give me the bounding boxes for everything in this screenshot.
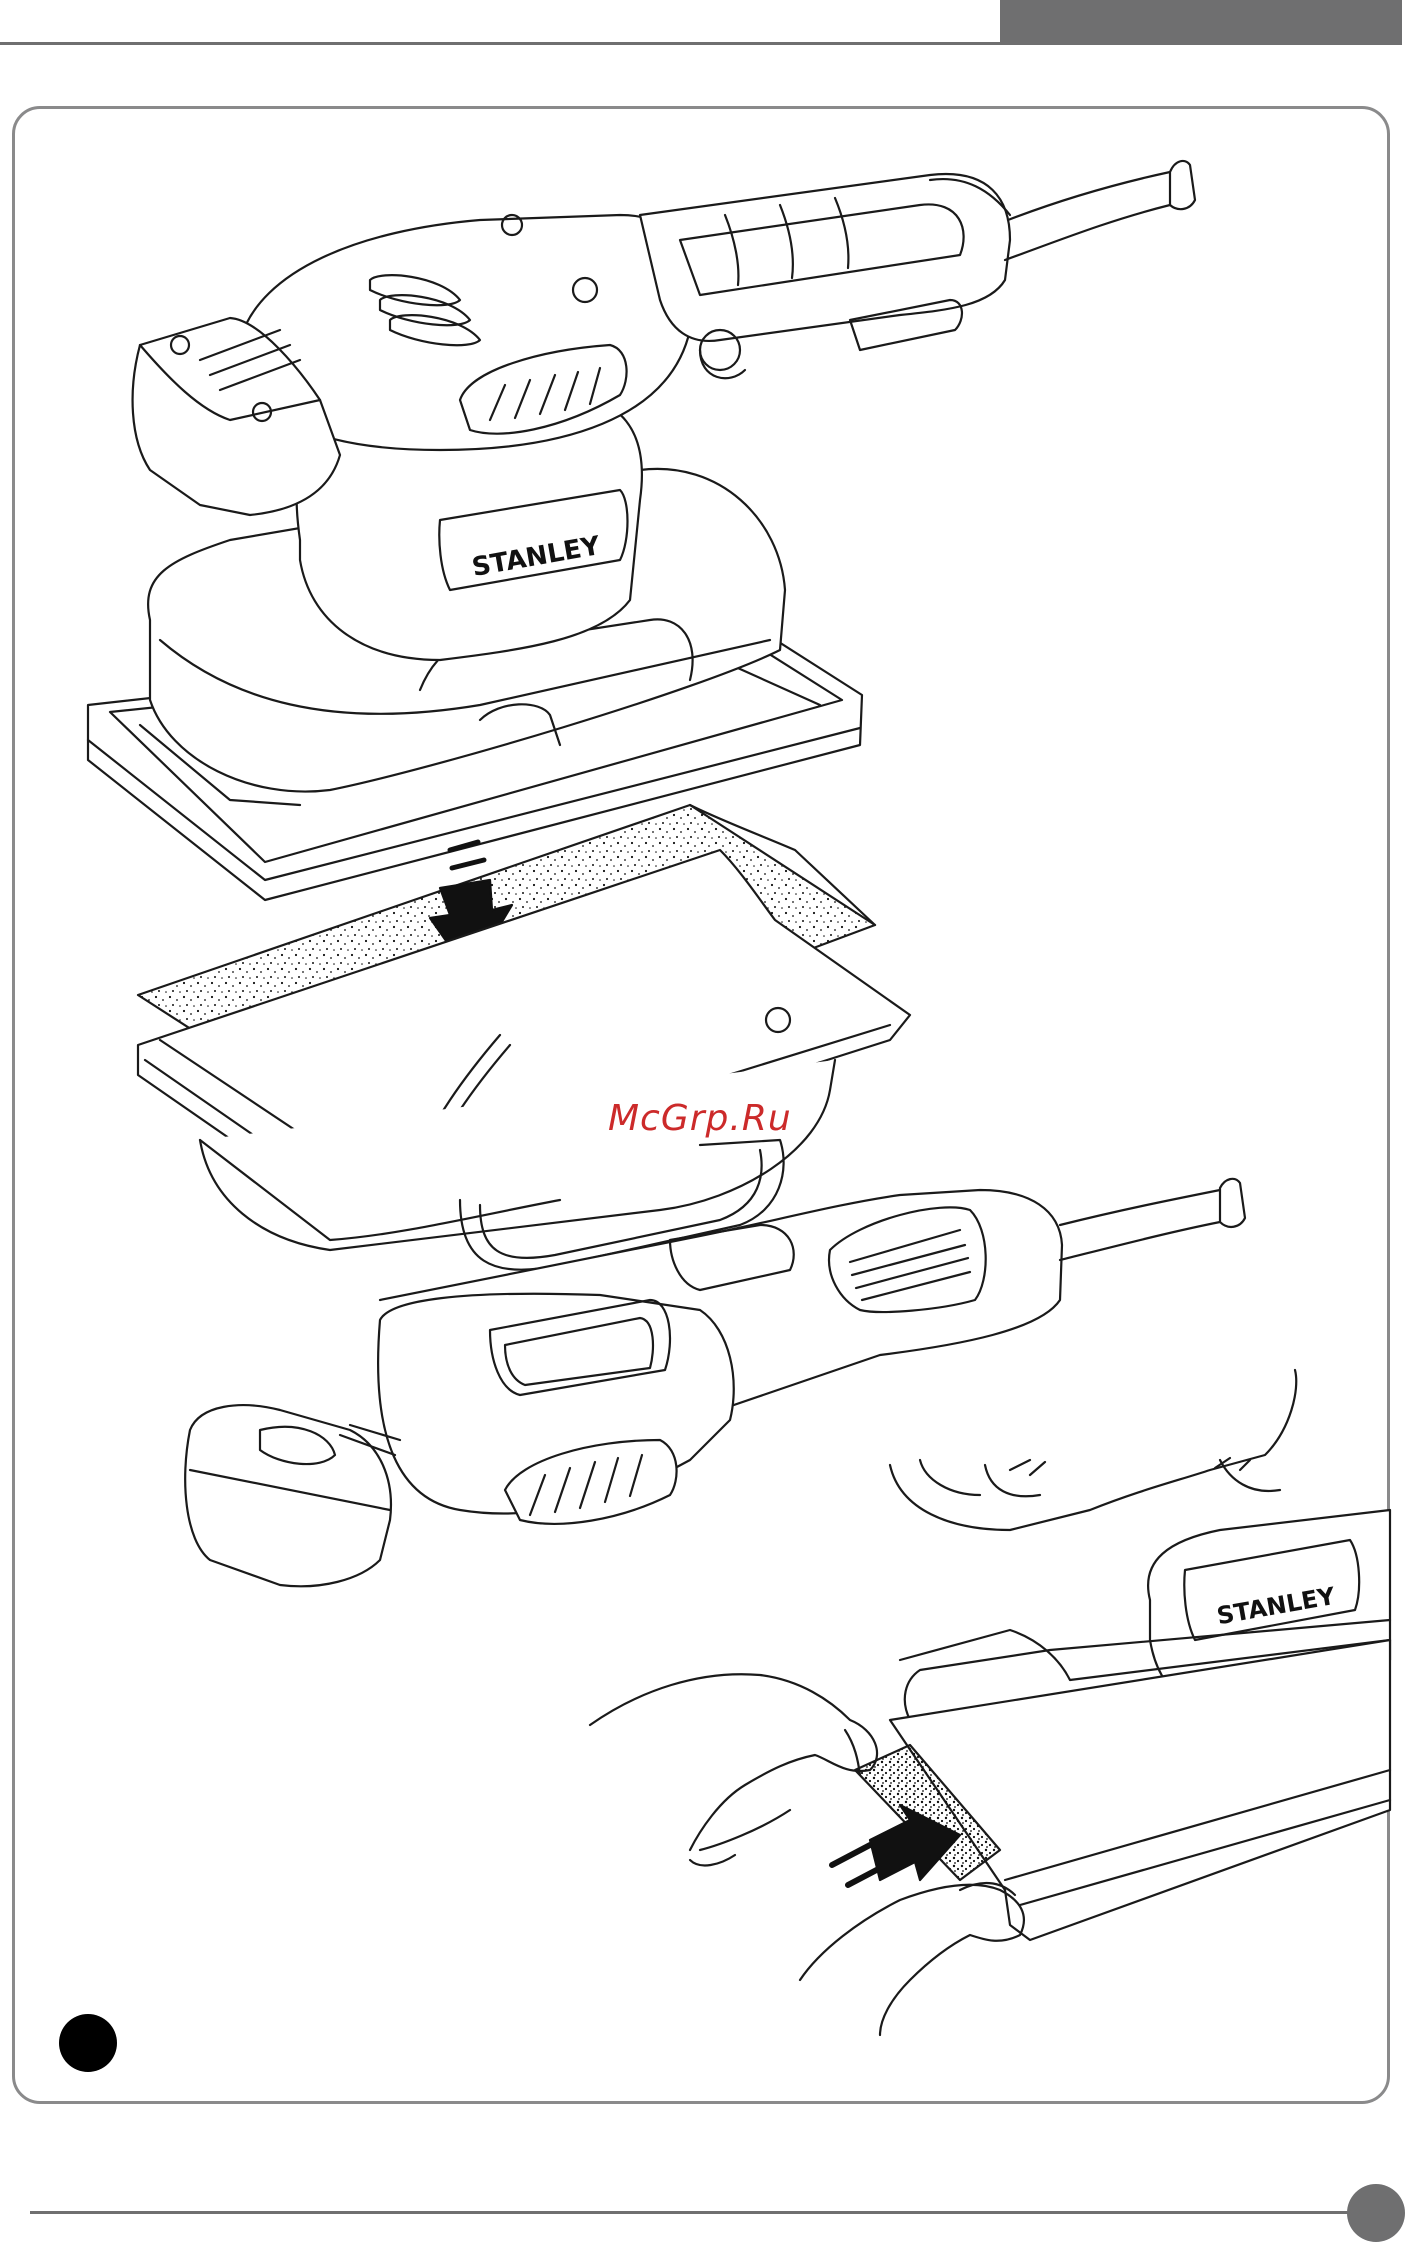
footer-rule — [30, 2211, 1355, 2214]
header-tab — [1000, 0, 1402, 45]
figure-marker-dot — [59, 2014, 117, 2072]
watermark: McGrp.Ru — [608, 1098, 792, 1139]
header-rule — [0, 42, 1000, 45]
page-number-dot — [1347, 2184, 1405, 2242]
